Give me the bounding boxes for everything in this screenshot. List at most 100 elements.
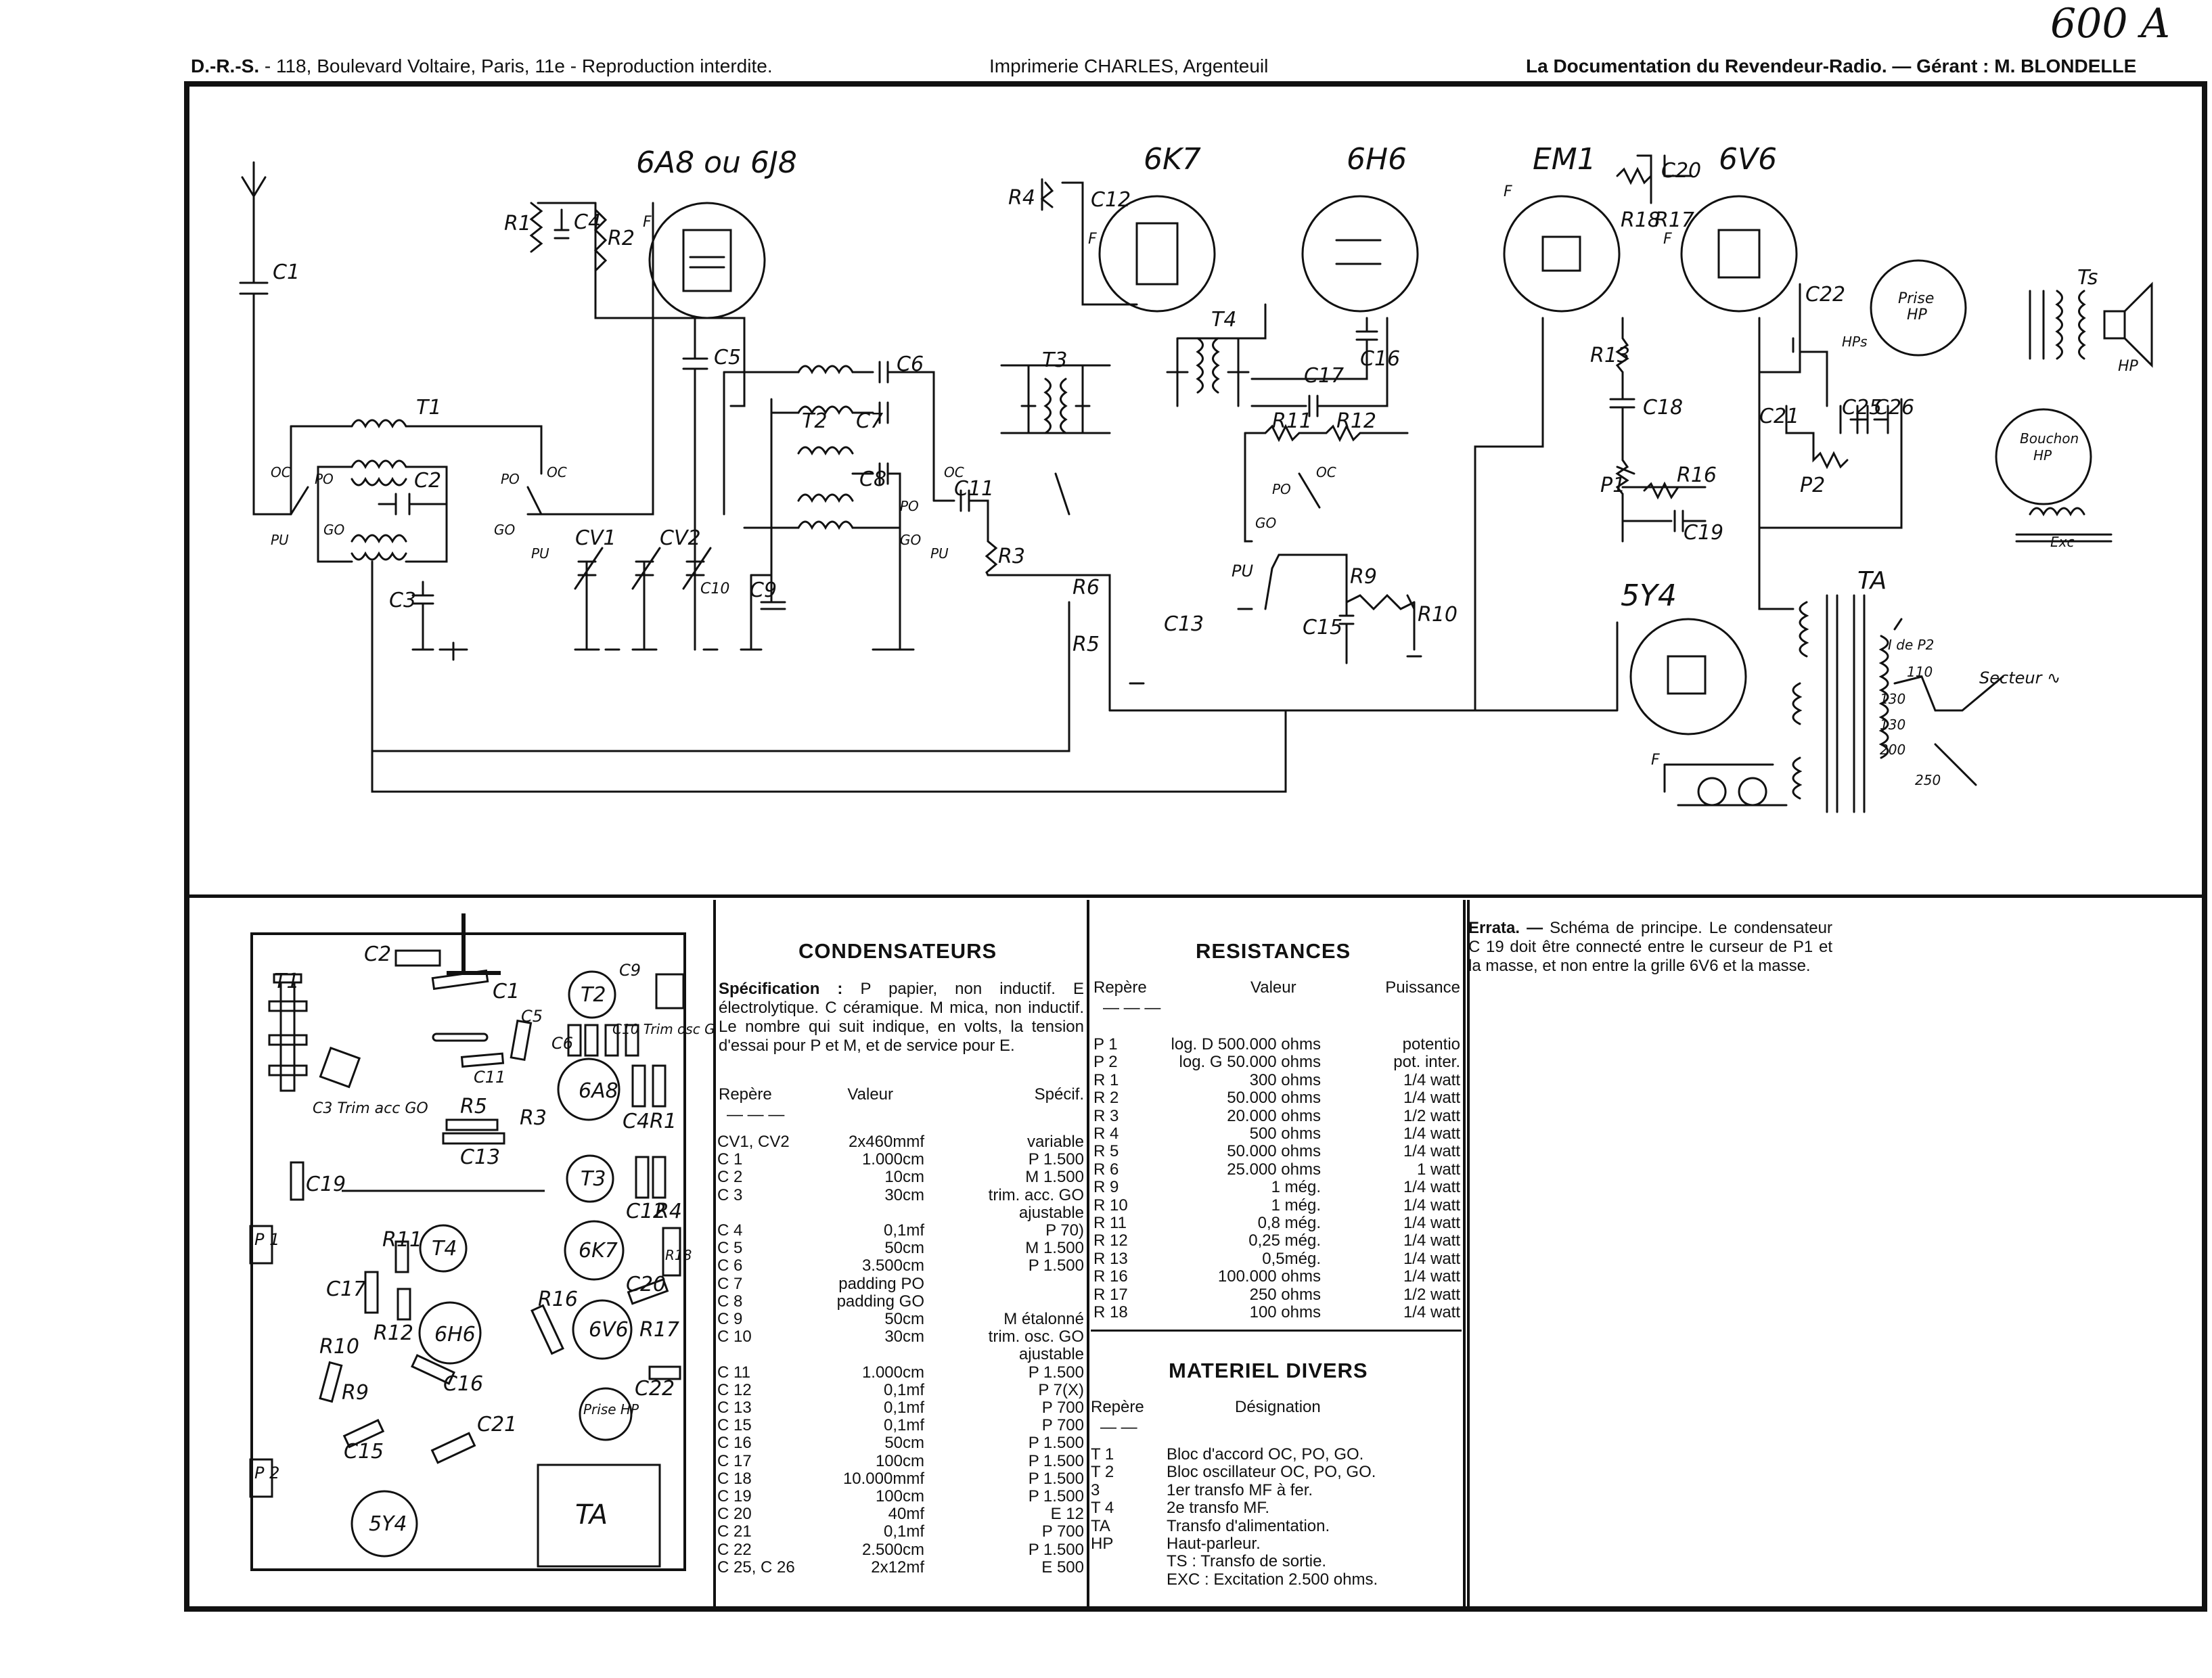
- cell-repere: R 6: [1093, 1160, 1119, 1179]
- label-v110: 110: [1907, 664, 1933, 680]
- label-hps: HPs: [1842, 334, 1868, 350]
- column-rule: [1087, 900, 1089, 1607]
- section-divider: [189, 894, 2202, 898]
- cell-repere: T 1: [1091, 1445, 1114, 1464]
- cell-repere: R 16: [1093, 1267, 1128, 1286]
- cell-designation: 2e transfo MF.: [1167, 1499, 1270, 1518]
- cell-designation: EXC : Excitation 2.500 ohms.: [1167, 1570, 1378, 1589]
- label-go-4: GO: [1255, 515, 1276, 531]
- header-specif: Spécif.: [1034, 1085, 1084, 1104]
- cell-repere: R 10: [1093, 1196, 1128, 1215]
- cell-repere: R 4: [1093, 1125, 1119, 1143]
- label-r9: R9: [1350, 565, 1377, 589]
- cell-specif: P 1.500: [1028, 1469, 1084, 1488]
- cell-repere: R 17: [1093, 1285, 1128, 1304]
- cell-specif: M 1.500: [1025, 1168, 1084, 1187]
- label-hp: HP: [2118, 358, 2139, 375]
- label-prise: Prise: [1898, 290, 1934, 307]
- label-v130b: 130: [1880, 717, 1905, 733]
- chassis-label-c22: C22: [635, 1377, 675, 1401]
- chassis-label-c11: C11: [474, 1068, 505, 1087]
- cell-designation: Haut-parleur.: [1167, 1535, 1261, 1553]
- cell-designation: 1er transfo MF à fer.: [1167, 1480, 1313, 1499]
- header-puissance: Puissance: [1385, 978, 1460, 997]
- materiel-rule: [1091, 1330, 1462, 1332]
- cell-valeur: 0,1mf: [883, 1380, 924, 1399]
- cell-repere: C 19: [717, 1487, 752, 1505]
- chassis-label-c12: C12: [626, 1200, 666, 1223]
- chassis-label-t1: T1: [274, 970, 299, 993]
- cell-puissance: 1/4 watt: [1403, 1142, 1460, 1161]
- cell-repere: P 2: [1093, 1053, 1118, 1072]
- cell-specif: P 1.500: [1028, 1256, 1084, 1275]
- cell-puissance: 1/4 watt: [1403, 1303, 1460, 1321]
- cell-repere: HP: [1091, 1535, 1114, 1553]
- cell-specif: P 1.500: [1028, 1150, 1084, 1169]
- antenna-icon: [241, 161, 267, 198]
- cell-repere: C 4: [717, 1221, 743, 1240]
- cell-valeur: 20.000 ohms: [1227, 1106, 1321, 1125]
- chassis-6v6-circle: [572, 1299, 633, 1360]
- cell-valeur: 50.000 ohms: [1227, 1142, 1321, 1161]
- cell-valeur: 100cm: [875, 1487, 924, 1505]
- cell-specif: P 1.500: [1028, 1487, 1084, 1505]
- resistances-dash-row: — — —: [1103, 999, 1161, 1017]
- cell-puissance: 1/2 watt: [1403, 1285, 1460, 1304]
- label-r6: R6: [1073, 576, 1100, 599]
- cell-valeur: 300 ohms: [1249, 1070, 1321, 1089]
- label-c25: C25: [1842, 396, 1882, 420]
- cell-puissance: 1/4 watt: [1403, 1089, 1460, 1108]
- cell-valeur: 10cm: [884, 1168, 924, 1187]
- condensateurs-spec: Spécification : P papier, non inductif. …: [719, 980, 1084, 1055]
- label-oc-3: OC: [944, 464, 964, 480]
- cell-puissance: pot. inter.: [1393, 1053, 1460, 1072]
- label-v200: 200: [1880, 742, 1905, 758]
- cell-valeur: 50.000 ohms: [1227, 1089, 1321, 1108]
- chassis-label-p2: P 2: [254, 1464, 279, 1482]
- circuit-schematic: 6A8 ou 6J8 6K7 6H6 EM1 6V6 5Y4 C1 C2 C3 …: [239, 142, 2153, 813]
- label-ta: TA: [1857, 567, 1887, 595]
- cell-repere: R 3: [1093, 1106, 1119, 1125]
- cell-repere: R 1: [1093, 1070, 1119, 1089]
- cell-specif: P 1.500: [1028, 1363, 1084, 1382]
- cell-puissance: 1/2 watt: [1403, 1106, 1460, 1125]
- cell-specif: P 1.500: [1028, 1451, 1084, 1470]
- cell-repere: C 10: [717, 1328, 752, 1346]
- chassis-t2-circle: [568, 970, 616, 1019]
- cell-repere: C 2: [717, 1168, 743, 1187]
- cell-valeur: 250 ohms: [1249, 1285, 1321, 1304]
- cell-specif: P 700: [1041, 1522, 1084, 1541]
- chassis-label-r16: R16: [538, 1288, 578, 1311]
- chassis-label-c1: C1: [493, 980, 520, 1003]
- header-repere: Repère: [1091, 1398, 1144, 1416]
- label-po-3: PO: [900, 498, 919, 514]
- page-frame: [184, 81, 2207, 1612]
- label-p2: P2: [1800, 474, 1825, 497]
- cell-puissance: 1/4 watt: [1403, 1267, 1460, 1286]
- cell-specif: P 7(X): [1038, 1380, 1084, 1399]
- cell-valeur: log. G 50.000 ohms: [1179, 1053, 1321, 1072]
- label-pu-2: PU: [531, 545, 549, 562]
- chassis-label-r3: R3: [520, 1106, 547, 1130]
- chassis-label-c9: C9: [619, 961, 641, 980]
- label-c3: C3: [389, 589, 416, 612]
- tube-label-6a8: 6A8 ou 6J8: [636, 145, 797, 180]
- tube-6a8-circle: [648, 202, 766, 319]
- chassis-label-5y4: 5Y4: [369, 1512, 407, 1536]
- chassis-label-r9: R9: [342, 1381, 369, 1405]
- chassis-label-c10: C10 Trim osc GO: [612, 1021, 713, 1037]
- column-rule: [1467, 900, 1470, 1607]
- chassis-label-prise: Prise HP: [583, 1401, 639, 1418]
- cell-puissance: 1/4 watt: [1403, 1196, 1460, 1215]
- cell-specif: trim. osc. GO: [988, 1328, 1084, 1346]
- chassis-label-t3: T3: [581, 1167, 606, 1191]
- chassis-ta-box: [537, 1464, 661, 1568]
- label-r16: R16: [1677, 463, 1717, 487]
- cell-repere: 3: [1091, 1480, 1100, 1499]
- label-pu-1: PU: [271, 532, 289, 548]
- cell-specif: P 700: [1041, 1416, 1084, 1435]
- cell-valeur: 2.500cm: [861, 1540, 924, 1559]
- label-r18: R18: [1621, 208, 1661, 232]
